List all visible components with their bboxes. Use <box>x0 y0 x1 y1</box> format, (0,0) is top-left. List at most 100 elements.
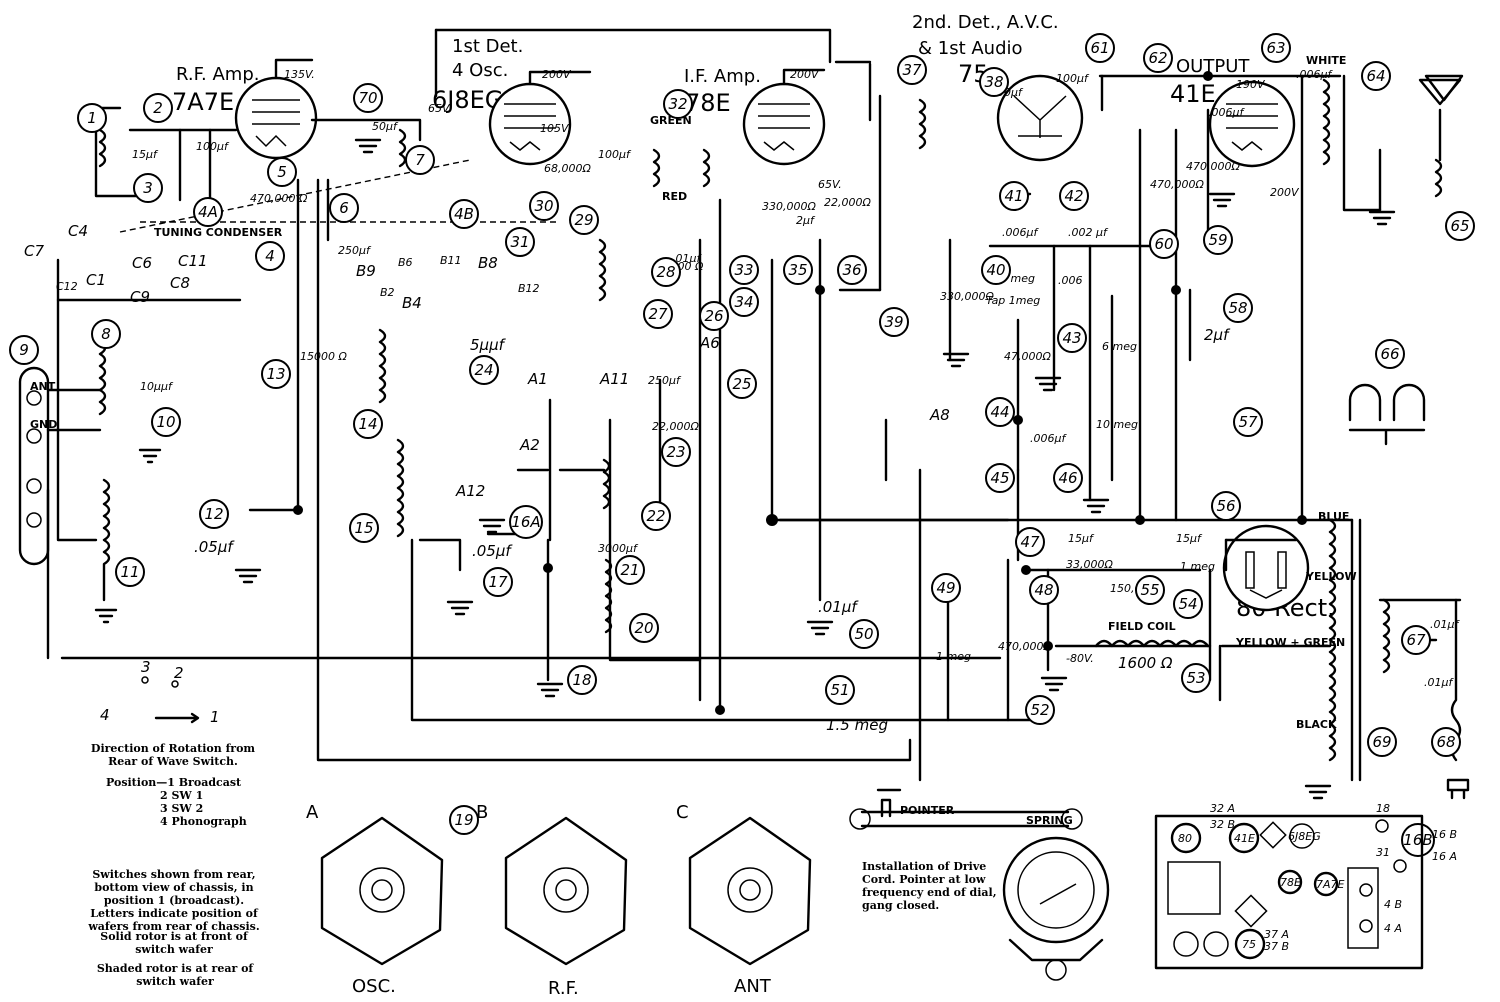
wafer-letter-a: A <box>306 802 319 823</box>
callout-label-46: 46 <box>1058 469 1077 487</box>
switch-note: Switches shown from rear, bottom view of… <box>88 868 260 933</box>
callout-label-56: 56 <box>1216 497 1235 515</box>
callout-2: 2 <box>143 93 173 123</box>
chassis-label-32a: 32 A <box>1210 802 1235 815</box>
tube-output <box>1208 80 1296 168</box>
callout-66: 66 <box>1375 339 1405 369</box>
sw-b6: B6 <box>398 256 413 269</box>
callout-33: 33 <box>729 255 759 285</box>
callout-4b: 4B <box>449 199 479 229</box>
callout-label-8: 8 <box>101 325 111 343</box>
callout-45: 45 <box>985 463 1015 493</box>
callout-label-6: 6 <box>339 199 349 217</box>
stage-output: OUTPUT <box>1176 56 1250 77</box>
chassis-layout <box>1154 814 1424 970</box>
chassis-label-37a: 37 A <box>1264 928 1289 941</box>
callout-47: 47 <box>1015 527 1045 557</box>
sw-a2: A2 <box>519 436 540 454</box>
spring-label: SPRING <box>1026 814 1073 827</box>
callout-label-51: 51 <box>830 681 849 699</box>
callout-label-25: 25 <box>732 375 751 393</box>
callout-label-47: 47 <box>1020 533 1040 551</box>
tube-det-osc-type: 6J8EG <box>432 86 503 114</box>
callout-58: 58 <box>1223 293 1253 323</box>
callout-40: 40 <box>981 255 1011 285</box>
callout-label-61: 61 <box>1090 39 1109 57</box>
callout-label-10: 10 <box>156 413 175 431</box>
callout-label-37: 37 <box>902 61 922 79</box>
stage-rf-amp: R.F. Amp. <box>176 64 260 85</box>
callout-32: 32 <box>663 89 693 119</box>
rval-470k-top: 470,000 Ω <box>250 192 308 205</box>
cval-006c: .006μf <box>1208 106 1245 119</box>
stage-first-audio: & 1st Audio <box>918 38 1023 59</box>
wire-white: WHITE <box>1306 54 1346 67</box>
callout-37: 37 <box>897 55 927 85</box>
callout-29: 29 <box>569 205 599 235</box>
cval-002: .002 μf <box>1068 226 1109 239</box>
callout-3: 3 <box>133 173 163 203</box>
callout-label-17: 17 <box>488 573 508 591</box>
callout-label-67: 67 <box>1406 631 1426 649</box>
wafer-osc <box>320 816 444 966</box>
callout-38: 38 <box>979 67 1009 97</box>
callout-label-64: 64 <box>1366 67 1385 85</box>
callout-label-36: 36 <box>842 261 861 279</box>
callout-67: 67 <box>1401 625 1431 655</box>
cval-15pf: 15μf <box>132 148 159 161</box>
callout-11: 11 <box>115 557 145 587</box>
rval-470k-a: 470,000Ω <box>1150 178 1204 191</box>
callout-43: 43 <box>1057 323 1087 353</box>
pointer-label: POINTER <box>900 804 955 817</box>
callout-label-20: 20 <box>634 619 653 637</box>
wafer-rf <box>504 816 628 966</box>
sw-c7: C7 <box>24 242 44 260</box>
solid-rotor-note: Solid rotor is at front of switch wafer <box>100 930 248 956</box>
wire-yellow-green: YELLOW + GREEN <box>1235 636 1345 649</box>
callout-30: 30 <box>529 191 559 221</box>
sw-c4: C4 <box>68 222 88 240</box>
chassis-label-4b: 4 B <box>1384 898 1402 911</box>
rval-330k-b: 330,000Ω <box>940 290 994 303</box>
stage-if-amp: I.F. Amp. <box>684 66 761 87</box>
volt-135: 135V. <box>284 68 315 81</box>
chassis-tube-6j8eg: 6J8EG <box>1288 830 1321 843</box>
rval-470k-b: 470,000Ω <box>1186 160 1240 173</box>
callout-label-15: 15 <box>354 519 373 537</box>
callout-label-4: 4 <box>265 247 275 265</box>
cval-006out: .006μf <box>1296 68 1333 81</box>
cval-100pf-b: 100μf <box>598 148 632 161</box>
sw-a12: A12 <box>455 482 485 500</box>
callout-55: 55 <box>1135 575 1165 605</box>
callout-label-29: 29 <box>574 211 593 229</box>
chassis-label-32b: 32 B <box>1210 818 1235 831</box>
tube-rf <box>234 58 318 160</box>
callout-19: 19 <box>449 805 479 835</box>
chassis-tube-80: 80 <box>1178 832 1192 845</box>
cval-006d: .006μf <box>1030 432 1067 445</box>
callout-label-34: 34 <box>734 293 753 311</box>
tuning-condenser-label: TUNING CONDENSER <box>154 226 283 239</box>
callout-51: 51 <box>825 675 855 705</box>
cval-006: .006μf <box>1002 226 1039 239</box>
callout-label-1: 1 <box>87 109 97 127</box>
callout-label-49: 49 <box>936 579 955 597</box>
antenna-terminal-strip <box>18 366 50 566</box>
callout-18: 18 <box>567 665 597 695</box>
chassis-label-37b: 37 B <box>1264 940 1289 953</box>
sw-c11: C11 <box>178 252 208 270</box>
cval-2pf: 2μf <box>796 214 816 227</box>
callout-25: 25 <box>727 369 757 399</box>
callout-label-27: 27 <box>648 305 668 323</box>
callout-label-16a: 16A <box>511 513 540 531</box>
drive-cord-note: Installation of Drive Cord. Pointer at l… <box>862 860 997 912</box>
callout-60: 60 <box>1149 229 1179 259</box>
rval-22k-b: 22,000Ω <box>652 420 699 433</box>
callout-label-69: 69 <box>1372 733 1391 751</box>
cval-05pf: .05μf <box>194 538 235 556</box>
callout-9: 9 <box>9 335 39 365</box>
wafer-letter-b: B <box>476 802 488 823</box>
chassis-tube-75: 75 <box>1242 938 1256 951</box>
tube-det-avc <box>996 74 1084 162</box>
